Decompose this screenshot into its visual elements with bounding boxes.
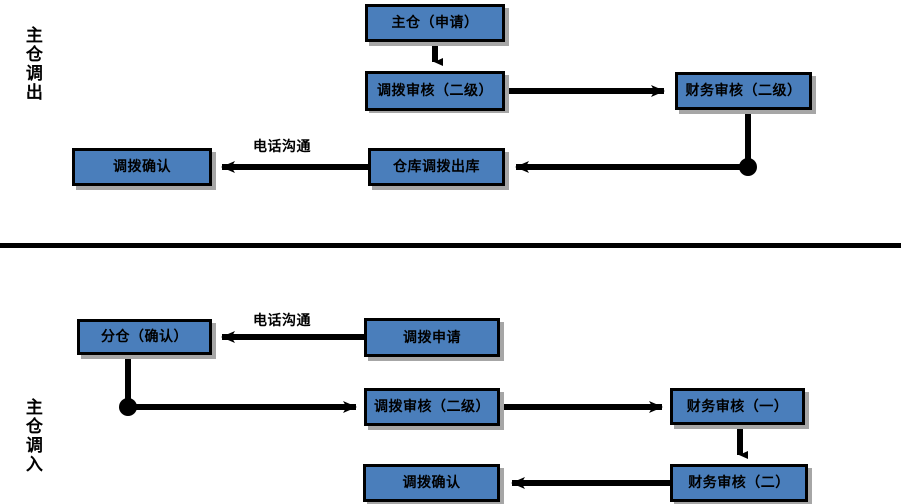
node-transfer-review-level2-top[interactable]: 调拨审核（二级）	[365, 71, 505, 111]
node-transfer-confirm-top[interactable]: 调拨确认	[72, 148, 212, 186]
node-finance-review-level2[interactable]: 财务审核（二级）	[675, 72, 812, 110]
node-transfer-review-level2-bottom[interactable]: 调拨审核（二级）	[364, 388, 500, 426]
section-label-inbound: 主仓调入	[21, 398, 42, 474]
node-finance-review-one[interactable]: 财务审核（一）	[670, 388, 805, 425]
section-label-outbound: 主仓调出	[21, 26, 42, 102]
node-transfer-confirm-bottom[interactable]: 调拨确认	[363, 464, 500, 502]
node-main-warehouse-apply[interactable]: 主仓（申请）	[365, 4, 505, 42]
node-finance-review-two[interactable]: 财务审核（二）	[670, 464, 808, 502]
node-warehouse-transfer-out[interactable]: 仓库调拨出库	[368, 148, 505, 186]
node-sub-warehouse-confirm[interactable]: 分仓（确认）	[77, 319, 212, 355]
junction-dot-bottom	[119, 398, 137, 416]
edge-label-phone-bottom: 电话沟通	[253, 313, 311, 329]
edge-label-phone-top: 电话沟通	[253, 139, 311, 155]
section-divider	[0, 243, 901, 248]
junction-dot-top	[739, 158, 757, 176]
node-transfer-request[interactable]: 调拨申请	[364, 318, 500, 357]
